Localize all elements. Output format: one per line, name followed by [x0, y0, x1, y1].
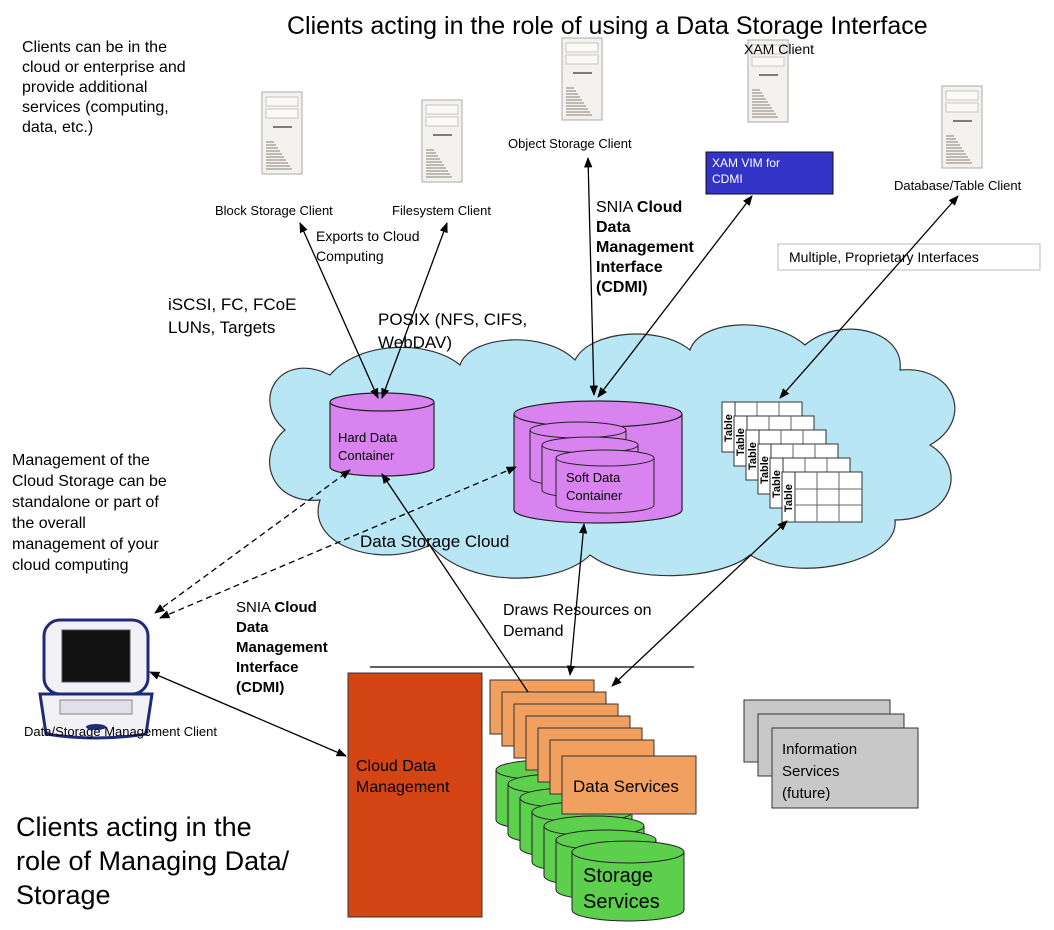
svg-text:Data Services: Data Services [573, 777, 679, 796]
arrow-object-client [584, 156, 598, 397]
table-stack: Table Table Table Table [721, 401, 863, 523]
cdmi-label-bottom: SNIA Cloud Data Management Interface (CD… [236, 599, 332, 696]
svg-text:Table: Table [771, 470, 783, 498]
svg-text:Information Services: Information Services (future) [782, 741, 861, 802]
arrow-cloud-mgmt-to-hard-container [381, 473, 529, 693]
diagram-title: Clients acting in the role of using a Da… [287, 12, 928, 40]
svg-text:Table: Table [735, 428, 747, 456]
object-storage-client: Object Storage Client [508, 37, 632, 151]
block-storage-server-icon [261, 91, 303, 175]
svg-text:Object Storage Client: Object Storage Client [508, 136, 632, 151]
dashed-arrow-hard-container [154, 469, 351, 614]
cloud-data-management-box: Cloud Data Management [347, 672, 483, 918]
svg-text:Hard Data Container: Hard Data Container [338, 430, 401, 463]
management-client: Data/Storage Management Client [24, 618, 217, 740]
svg-text:Data/Storage Management Client: Data/Storage Management Client [24, 724, 217, 739]
arrow-block-client [299, 222, 379, 399]
xam-vim-box [705, 151, 834, 195]
proprietary-interfaces-box: Multiple, Proprietary Interfaces [777, 243, 1041, 271]
dashed-arrow-soft-container [159, 466, 517, 619]
information-services-stack: Information Services (future) [743, 699, 919, 809]
filesystem-client: Filesystem Client [392, 99, 491, 218]
svg-text:SNIA Cloud: SNIA Cloud [596, 199, 682, 216]
management-note: Management of the Cloud Storage can be s… [12, 452, 171, 574]
object-storage-server-icon [561, 37, 603, 121]
database-table-client: Database/Table Client [894, 85, 1022, 193]
database-server-icon [941, 85, 983, 169]
arrow-database-client [779, 195, 959, 399]
svg-text:Table: Table [759, 456, 771, 484]
svg-text:Soft Data Container: Soft Data Container [566, 470, 624, 503]
svg-text:Data Management In: Data Management Interface (CDMI) [596, 219, 698, 296]
storage-cylinder-front: Storage Services [571, 840, 685, 922]
svg-text:Filesystem Client: Filesystem Client [392, 203, 491, 218]
filesystem-server-icon [421, 99, 463, 183]
data-services-stack: Data Services [489, 679, 697, 815]
svg-text:XAM Client: XAM Client [744, 41, 814, 57]
clients-note: Clients can be in the cloud or enterpris… [22, 39, 190, 136]
svg-text:SNIA Cloud: SNIA Cloud [236, 599, 317, 616]
svg-text:Table: Table [747, 442, 759, 470]
svg-text:Data Management In: Data Management Interface (CDMI) [236, 619, 332, 696]
table-6: Table [781, 471, 863, 523]
svg-text:Storage Services: Storage Services [583, 865, 660, 913]
arrow-mgmt-client-to-cloud-mgmt [149, 671, 347, 757]
soft-data-container: Soft Data Container [513, 400, 683, 524]
arrow-xam-client [597, 195, 753, 398]
data-services-front [561, 755, 697, 815]
svg-text:Cloud Data Management: Cloud Data Management [356, 758, 450, 796]
information-services-front [771, 727, 919, 809]
arrow-data-services-to-tables [611, 520, 788, 687]
exports-label: Exports to Cloud Computing [316, 228, 423, 264]
block-storage-client: Block Storage Client [215, 91, 333, 218]
cloud-label: Data Storage Cloud [360, 532, 509, 551]
bottom-title: Clients acting in the role of Managing D… [16, 812, 297, 910]
svg-text:XAM VIM for CDMI: XAM VIM for CDMI [712, 156, 783, 186]
xam-client: XAM Client XAM VIM for CDMI [705, 39, 834, 195]
laptop-icon [38, 618, 154, 740]
svg-text:Database/Table Client: Database/Table Client [894, 178, 1022, 193]
svg-text:Block Storage Client: Block Storage Client [215, 203, 333, 218]
svg-text:Table: Table [723, 414, 735, 442]
iscsi-label: iSCSI, FC, FCoE LUNs, Targets [168, 295, 301, 337]
arrow-data-services-to-soft-container [566, 522, 588, 677]
arrow-filesystem-client [381, 222, 448, 399]
cdmi-label-top: SNIA Cloud Data Management Interface (CD… [596, 199, 698, 296]
hard-data-container: Hard Data Container [329, 392, 435, 477]
svg-text:Multiple, Proprietary Interfac: Multiple, Proprietary Interfaces [789, 249, 979, 265]
draws-resources-label: Draws Resources on Demand [503, 602, 656, 640]
soft-inner-cylinder-3 [555, 449, 655, 514]
svg-text:Table: Table [783, 484, 795, 512]
